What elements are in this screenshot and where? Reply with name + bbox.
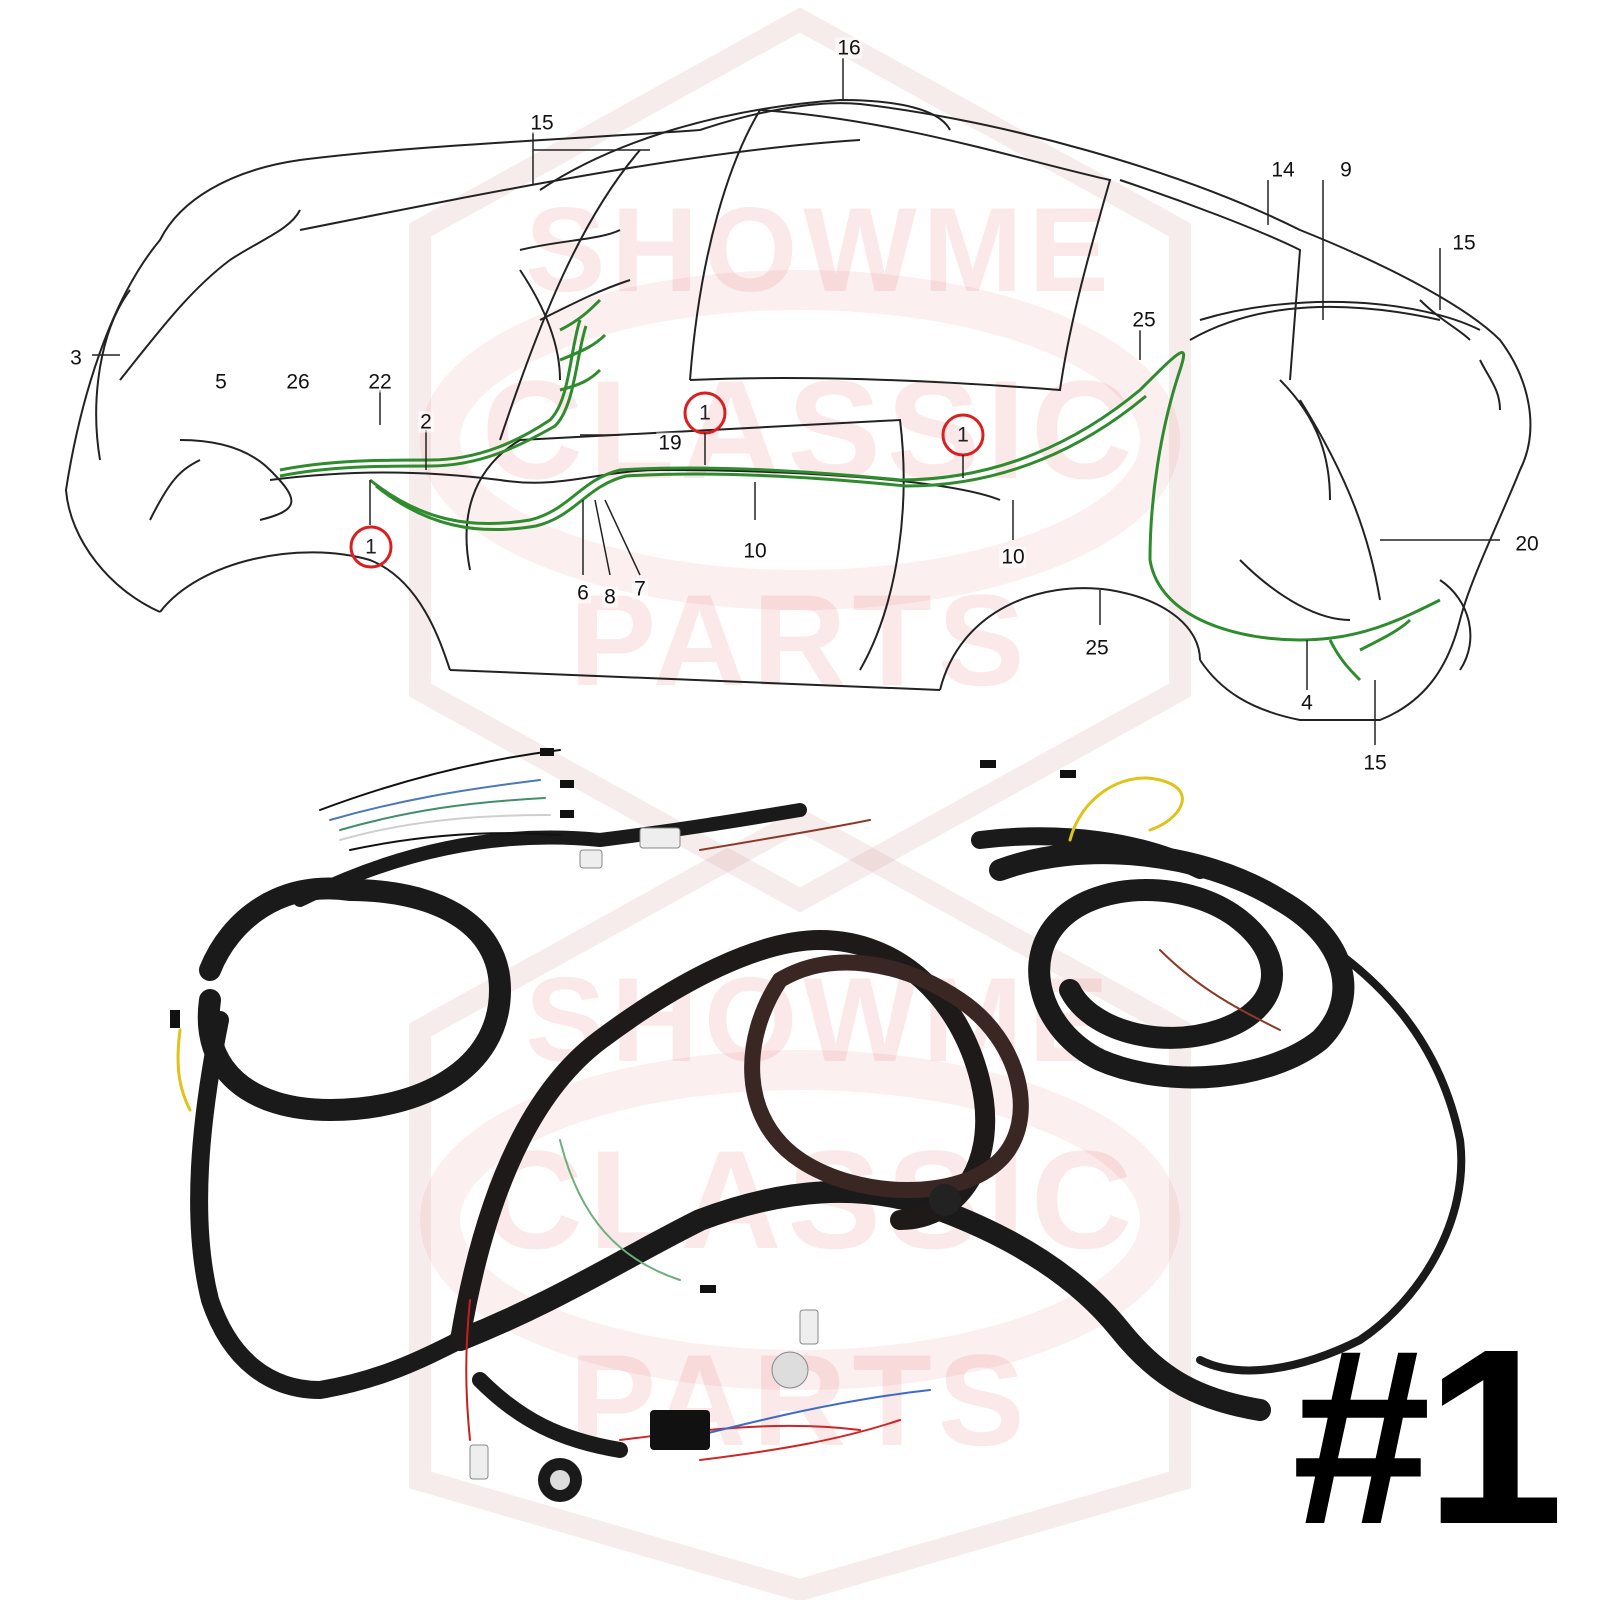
harness-top-branch: [293, 803, 807, 907]
callout-22: 25: [1130, 308, 1158, 332]
a-pillar: [499, 149, 641, 441]
window-frame: [689, 108, 1112, 392]
wire-green-white: [559, 1139, 681, 1281]
roof-line: [299, 139, 861, 231]
terminal-left-1: [540, 748, 554, 756]
wiring-harness-photo: [170, 748, 1466, 1502]
callout-17: 16: [835, 36, 863, 60]
product-number-label: #1: [1291, 1297, 1564, 1576]
callout-4: 4: [1299, 691, 1315, 715]
wire-black-1: [319, 749, 561, 811]
harness-right-tail: [1196, 936, 1466, 1375]
white-connector-top: [639, 827, 681, 849]
harness-lower-loop: [449, 1180, 1271, 1421]
harness-left-run: [190, 1011, 469, 1399]
round-connector-pins: [550, 1470, 570, 1490]
wire-red-brown: [699, 819, 1281, 1031]
round-connector-mid: [771, 1351, 809, 1389]
wire-blue-bottom: [679, 1389, 931, 1441]
callout-6: 6: [575, 581, 591, 605]
rocker-panel: [449, 669, 941, 691]
callout-3: 3: [68, 346, 84, 370]
harness-bottom-branch: [472, 1372, 628, 1458]
bumper-front: [95, 289, 131, 461]
rear-harness: [1189, 305, 1441, 621]
harness-center-loop: [450, 930, 996, 1350]
callout-5: 5: [213, 370, 229, 394]
callout-19: 19: [656, 431, 684, 455]
wire-red: [465, 1299, 471, 1441]
white-plug-mid: [799, 1309, 819, 1345]
engine-lid: [1199, 300, 1481, 331]
terminal-top-2: [1060, 770, 1076, 778]
terminal-green-white: [700, 1285, 716, 1293]
callout-10-right: 10: [999, 545, 1027, 569]
callout-2: 2: [418, 410, 434, 434]
door-outline: [465, 418, 905, 671]
highlighted-harness: [279, 298, 1441, 682]
watermark-line1: SHOWME: [525, 183, 1115, 317]
front-wheel-arch: [159, 551, 451, 671]
car-wiring-diagram: [64, 58, 1532, 745]
harness-brown-loop: [744, 954, 1029, 1198]
car-body-outline: [64, 102, 1532, 721]
harness-right-coils: [989, 842, 1355, 1089]
callout-10-left: 10: [741, 539, 769, 563]
rear-wheel-arch: [939, 587, 1201, 691]
terminal-left-2: [560, 780, 574, 788]
wire-blue: [329, 779, 541, 821]
callout-8: 8: [602, 585, 618, 609]
callout-21: 22: [366, 370, 394, 394]
marker-circle-1: [349, 525, 393, 569]
callout-16: 15: [528, 111, 556, 135]
white-connector-small: [579, 849, 603, 869]
roof-harness: [539, 98, 951, 191]
front-harness-wires: [119, 209, 301, 521]
dash-harness: [519, 229, 631, 381]
terminal-yellow: [170, 1010, 180, 1028]
rear-light-wires: [1419, 299, 1501, 411]
callout-15-top: 15: [1450, 231, 1478, 255]
callout-14: 14: [1269, 158, 1297, 182]
callout-26: 26: [284, 370, 312, 394]
marker-label-3: 1: [957, 423, 969, 447]
wire-white: [339, 814, 551, 841]
terminal-top-1: [980, 760, 996, 768]
callout-25: 25: [1083, 636, 1111, 660]
callout-9: 9: [1338, 158, 1354, 182]
rear-bumper: [1439, 579, 1472, 671]
watermark-line3-lower: PARTS: [569, 1327, 1031, 1473]
marker-label-1: 1: [365, 535, 377, 559]
harness-main-loop: [197, 877, 511, 1121]
harness-upper-run: [971, 827, 1209, 879]
wire-yellow-left: [176, 1028, 192, 1112]
connectors: [170, 748, 1076, 1502]
wire-black-2: [349, 832, 561, 851]
wire-yellow-top: [1068, 776, 1184, 842]
white-plug-bottom: [469, 1444, 489, 1480]
callout-15-bottom: 15: [1361, 751, 1389, 775]
callout-7: 7: [632, 577, 648, 601]
rear-window: [1119, 179, 1302, 381]
callout-20: 20: [1513, 532, 1541, 556]
grommet-connector: [929, 1184, 961, 1216]
terminal-left-3: [560, 810, 574, 818]
fuse-box-connector: [650, 1410, 710, 1450]
callout-leaders: [92, 58, 1500, 745]
wire-green: [339, 797, 546, 831]
marker-label-2: 1: [699, 401, 711, 425]
